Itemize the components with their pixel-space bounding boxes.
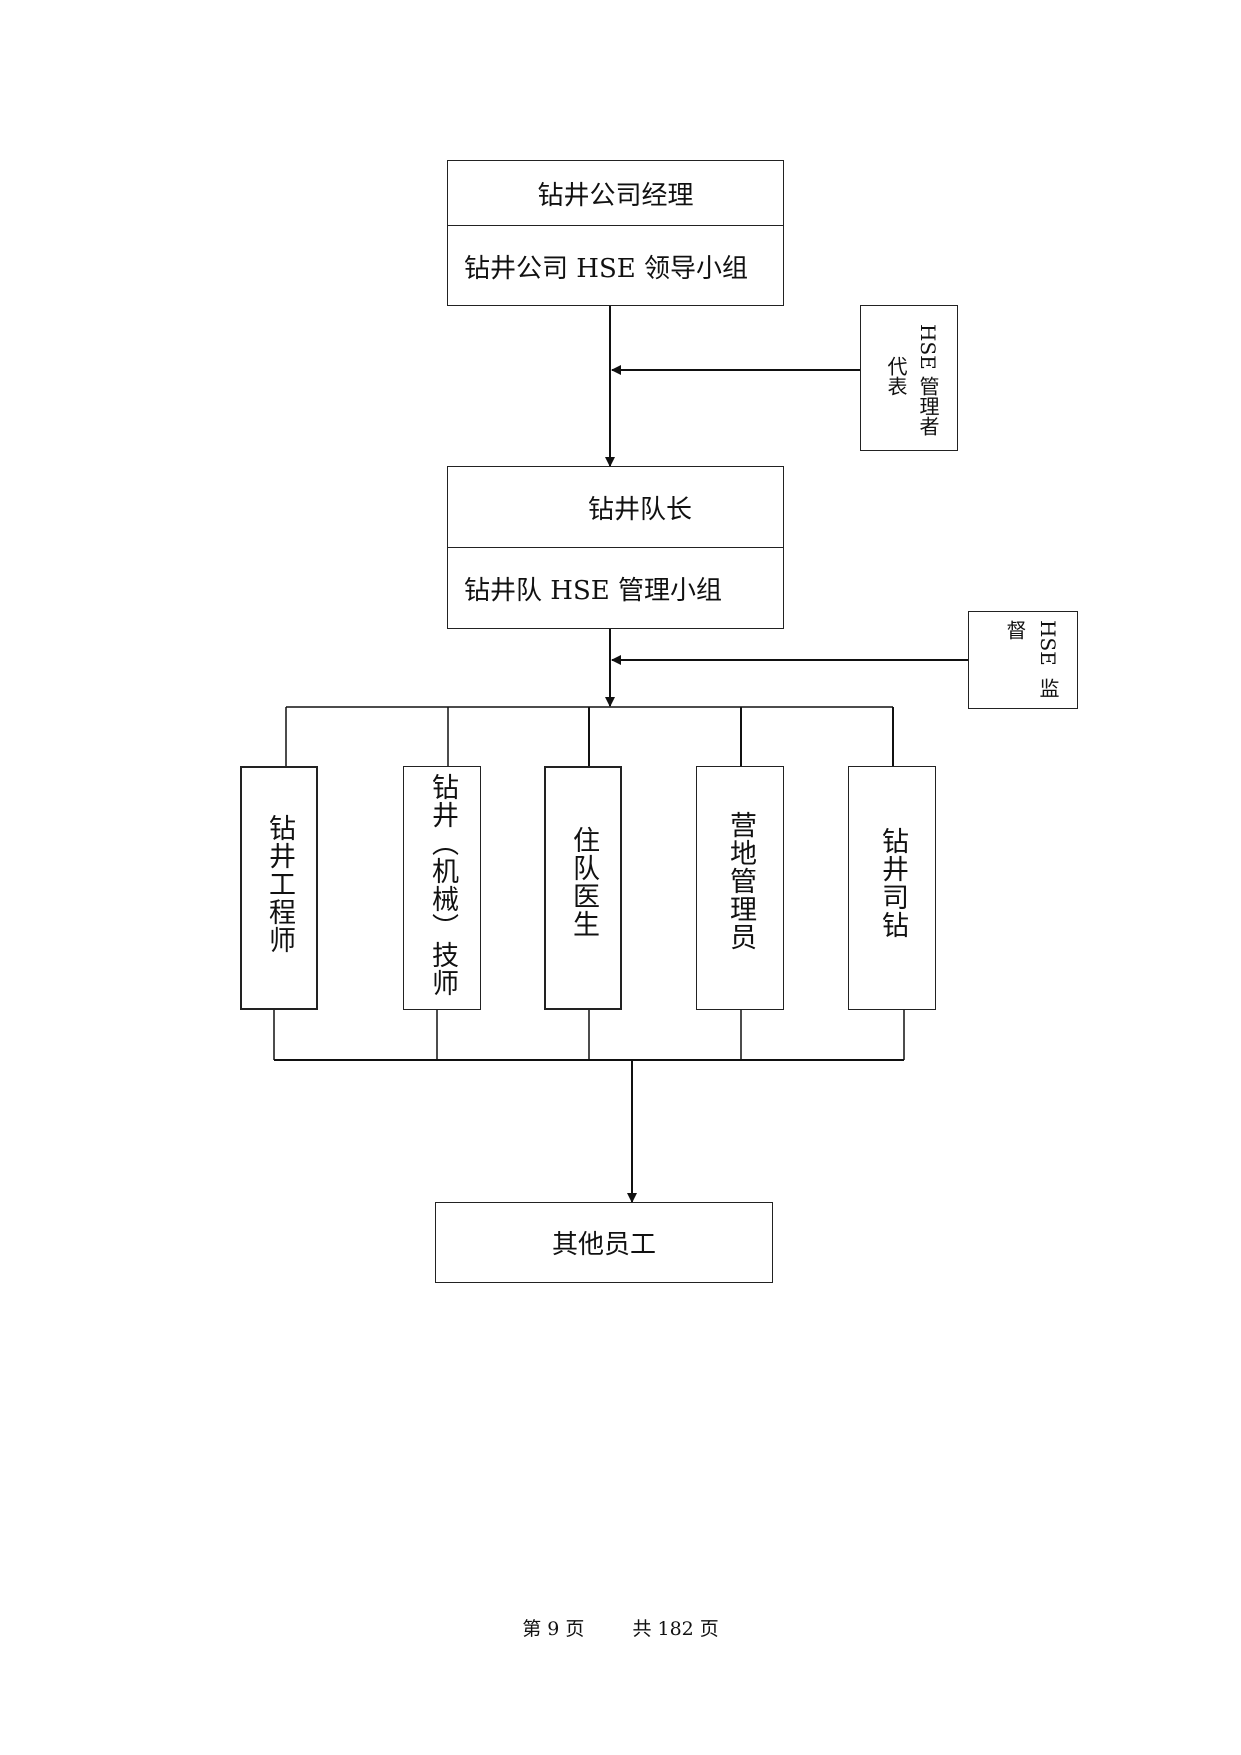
position-box-camp-manager: 营地管理员 — [696, 766, 784, 1010]
captain-box: 钻井队长 钻井队 HSE 管理小组 — [447, 466, 784, 629]
position-box-resident-doctor: 住队医生 — [544, 766, 622, 1010]
position-box-mechanical-technician: 钻井（机械）技师 — [403, 766, 481, 1010]
page-number: 第 9 页 — [522, 1618, 585, 1640]
supervisor-col2: 督 — [1003, 620, 1027, 640]
manager-subtitle: 钻井公司 HSE 领导小组 — [464, 253, 748, 284]
captain-title: 钻井队长 — [588, 494, 693, 525]
page-total: 共 182 页 — [632, 1618, 719, 1640]
hse-rep-box: HSE 管理者 代表 — [860, 305, 958, 451]
other-staff-box: 其他员工 — [435, 1202, 773, 1283]
position-label: 钻井司钻 — [877, 827, 908, 939]
captain-subtitle: 钻井队 HSE 管理小组 — [464, 576, 722, 606]
other-staff-label: 其他员工 — [551, 1229, 656, 1260]
hse-rep-col1: HSE 管理者 — [916, 324, 940, 437]
supervisor-col1b: 监 — [1036, 678, 1060, 698]
position-label: 钻井工程师 — [264, 814, 295, 954]
hse-rep-col2: 代表 — [884, 356, 908, 396]
manager-title: 钻井公司经理 — [537, 180, 694, 211]
page-footer: 第 9 页 共 182 页 — [0, 1614, 1241, 1641]
position-box-drilling-engineer: 钻井工程师 — [240, 766, 318, 1010]
manager-divider — [448, 225, 783, 226]
position-label: 钻井（机械）技师 — [427, 773, 458, 997]
position-box-driller: 钻井司钻 — [848, 766, 936, 1010]
position-label: 住队医生 — [568, 826, 599, 938]
hse-supervisor-box: HSE 监 督 — [968, 611, 1078, 709]
captain-divider — [448, 547, 783, 548]
supervisor-col1: HSE — [1036, 620, 1060, 666]
manager-box: 钻井公司经理 钻井公司 HSE 领导小组 — [447, 160, 784, 306]
position-label: 营地管理员 — [725, 811, 756, 951]
